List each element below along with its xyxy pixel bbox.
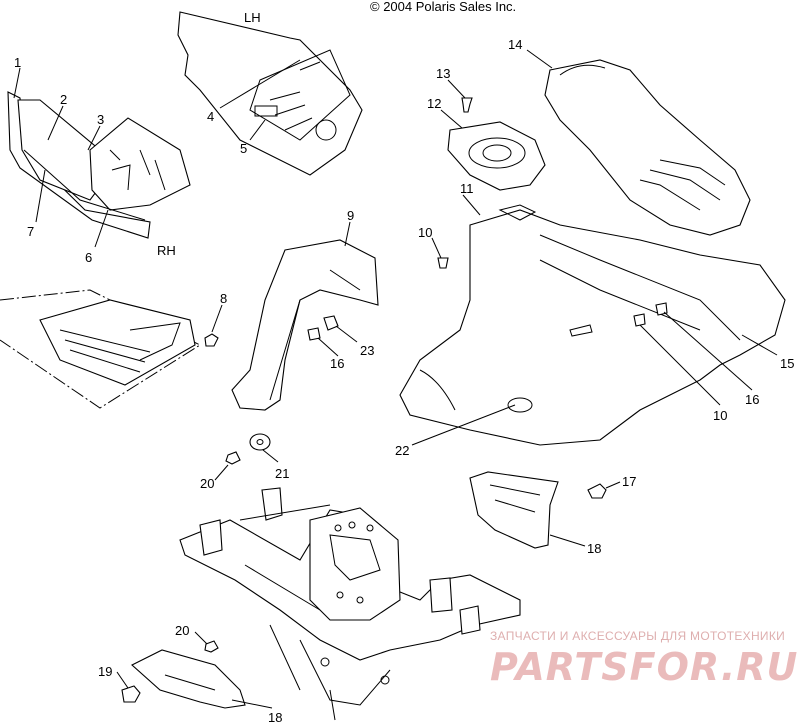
callout-18-lower: 18 (268, 710, 282, 725)
footrest-plate (0, 289, 202, 409)
callout-4: 4 (207, 109, 214, 124)
callout-1: 1 (14, 55, 21, 70)
copyright-text: © 2004 Polaris Sales Inc. (370, 0, 516, 14)
front-fender-part (231, 239, 379, 411)
fuel-cap-cover-12 (447, 121, 546, 191)
fastener-19 (121, 685, 141, 703)
watermark: ЗАПЧАСТИ И АКСЕССУАРЫ ДЛЯ МОТОТЕХНИКИ PA… (490, 629, 798, 689)
seat-14 (544, 59, 751, 236)
nut-20-lower (204, 640, 219, 653)
rh-footwell-assembly (7, 91, 191, 239)
callout-12: 12 (427, 96, 441, 111)
callout-18-right: 18 (587, 541, 601, 556)
callout-14: 14 (508, 37, 522, 52)
callout-23: 23 (360, 343, 374, 358)
callout-11: 11 (460, 181, 474, 196)
callout-2: 2 (60, 92, 67, 107)
screw-10-upper (437, 257, 449, 269)
fastener-17 (587, 483, 607, 499)
callout-9: 9 (347, 208, 354, 223)
panel-18-lower (131, 649, 246, 709)
callout-16-left: 16 (330, 356, 344, 371)
watermark-tagline: ЗАПЧАСТИ И АКСЕССУАРЫ ДЛЯ МОТОТЕХНИКИ (490, 629, 785, 643)
callout-20-upper: 20 (200, 476, 214, 491)
callout-5: 5 (240, 141, 247, 156)
screws-10-16-right (633, 302, 668, 327)
washer-21 (249, 433, 271, 451)
vehicle-frame (179, 487, 521, 721)
callout-3: 3 (97, 112, 104, 127)
leader-lines (13, 49, 778, 709)
callout-17: 17 (622, 474, 636, 489)
callout-16-right: 16 (745, 392, 759, 407)
nut-20-upper (225, 451, 241, 465)
callout-19: 19 (98, 664, 112, 679)
front-body-fender-11 (399, 204, 786, 446)
callout-8: 8 (220, 291, 227, 306)
callout-20-lower: 20 (175, 623, 189, 638)
fastener-16-23 (307, 315, 339, 341)
callout-13: 13 (436, 66, 450, 81)
callout-15: 15 (780, 356, 794, 371)
watermark-brand: PARTSFOR.RU (490, 645, 798, 689)
lh-label: LH (244, 10, 261, 25)
callout-21: 21 (275, 466, 289, 481)
fastener-8 (204, 333, 219, 347)
rh-label: RH (157, 243, 176, 258)
callout-7: 7 (27, 224, 34, 239)
lh-footwell-assembly (177, 11, 363, 176)
panel-18-right (469, 471, 559, 549)
callout-numbers: 1 2 3 4 5 6 7 8 9 10 10 11 12 13 14 15 1… (14, 37, 794, 725)
callout-10-upper: 10 (418, 225, 432, 240)
bolt-13 (461, 97, 473, 113)
callout-22: 22 (395, 443, 409, 458)
callout-6: 6 (85, 250, 92, 265)
callout-10-lower: 10 (713, 408, 727, 423)
